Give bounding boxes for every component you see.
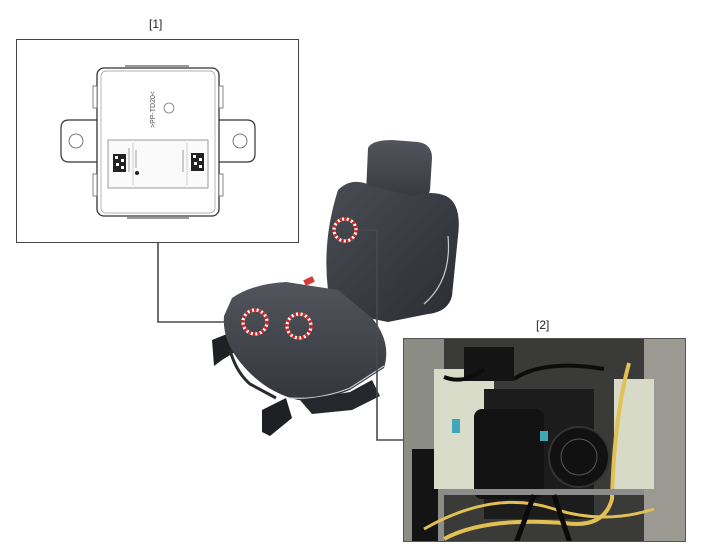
callout-2-label: [2] bbox=[536, 318, 550, 332]
callout-2-photo bbox=[403, 338, 686, 542]
seatbelt-buckle bbox=[303, 276, 315, 286]
actuator bbox=[474, 409, 544, 499]
backrest bbox=[326, 181, 459, 322]
callout-1-box: >PP-TD20< bbox=[16, 39, 299, 243]
highlight-circle-backrest bbox=[332, 217, 358, 243]
highlight-circle-cushion-left bbox=[241, 308, 269, 336]
blower-fan-icon bbox=[548, 426, 610, 488]
seat-cushion bbox=[223, 282, 387, 401]
mount-hole-left bbox=[68, 133, 84, 149]
module-marking: >PP-TD20< bbox=[150, 91, 157, 128]
qr-code-right-icon bbox=[191, 153, 204, 171]
crossbar bbox=[444, 489, 644, 495]
highlight-circle-cushion-right bbox=[285, 312, 313, 340]
mount-hole-right bbox=[232, 133, 248, 149]
leader-line-1 bbox=[157, 243, 243, 323]
recycle-mark-icon bbox=[163, 102, 175, 114]
control-module-drawing: >PP-TD20< bbox=[60, 65, 256, 219]
leader-line-2a bbox=[356, 229, 403, 441]
qr-code-left-icon bbox=[113, 154, 126, 172]
callout-1-label: [1] bbox=[149, 17, 163, 31]
